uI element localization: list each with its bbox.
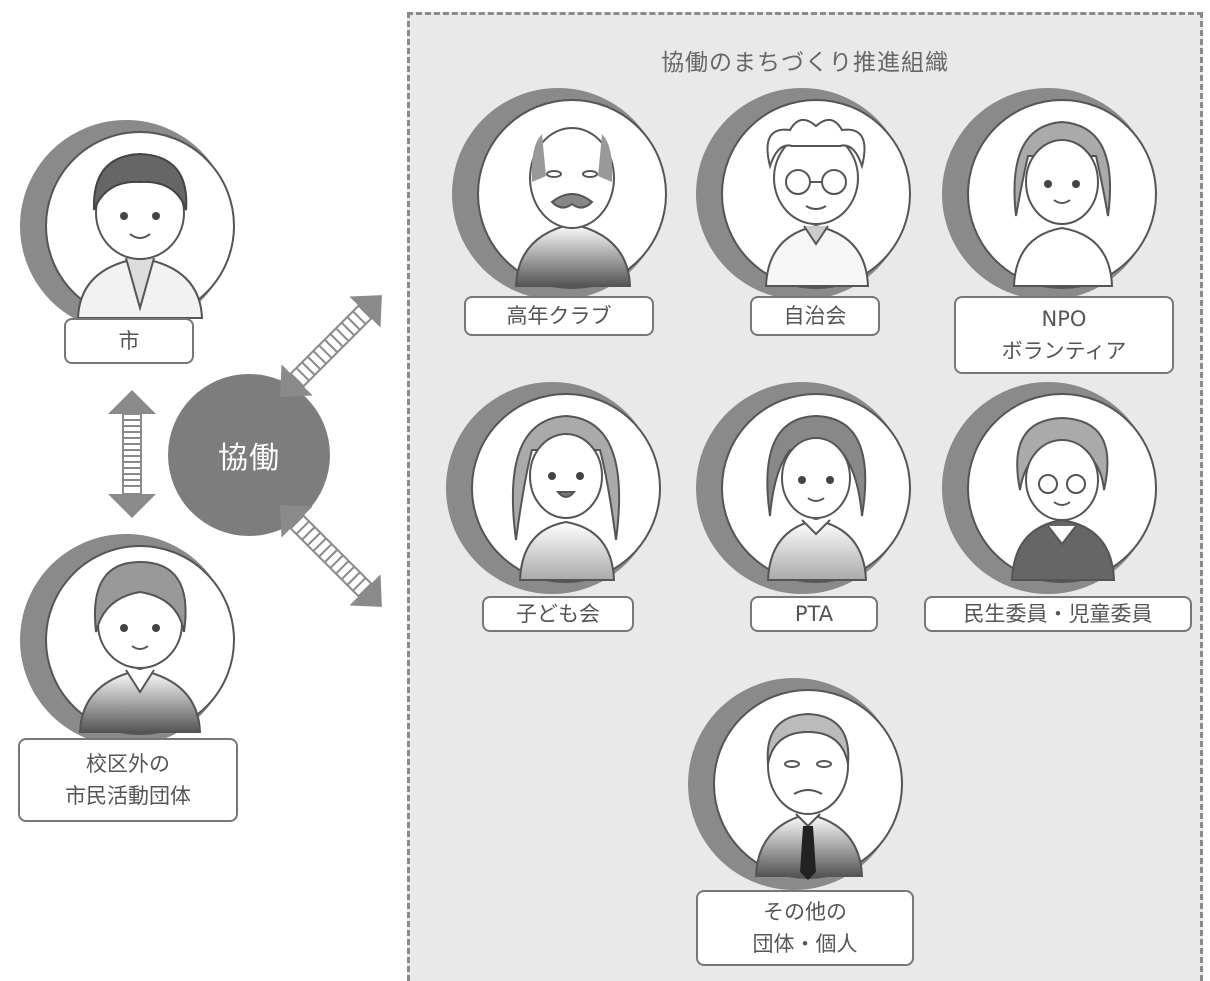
node-label-outside-groups: 校区外の 市民活動団体 (18, 738, 238, 822)
node-label-neighborhood-assoc: 自治会 (750, 296, 880, 336)
woman-bob-hair-icon (690, 380, 920, 600)
node-label-others: その他の 団体・個人 (696, 890, 914, 966)
node-label-npo: NPO ボランティア (954, 296, 1174, 374)
bidirectional-arrow-upper (280, 295, 382, 397)
woman-short-hair-icon (936, 86, 1166, 306)
bidirectional-arrow-vertical (108, 390, 156, 518)
group-title: 協働のまちづくり推進組織 (661, 50, 949, 76)
girl-long-hair-icon (440, 380, 670, 600)
node-label-city: 市 (64, 318, 194, 364)
node-label-welfare-commissioners: 民生委員・児童委員 (924, 596, 1192, 632)
node-label-elderly-club: 高年クラブ (464, 296, 654, 336)
young-person-icon (8, 532, 238, 752)
node-label-pta: PTA (750, 596, 878, 632)
elderly-man-mustache-icon (446, 86, 676, 306)
center-label: 協働 (218, 441, 280, 476)
bidirectional-arrow-lower (280, 505, 382, 607)
elderly-woman-glasses-icon (936, 380, 1166, 600)
elderly-man-glasses-icon (690, 86, 920, 306)
old-man-tie-icon (682, 676, 912, 896)
node-label-kids-club: 子ども会 (482, 596, 634, 632)
man-in-suit-icon (8, 118, 238, 338)
